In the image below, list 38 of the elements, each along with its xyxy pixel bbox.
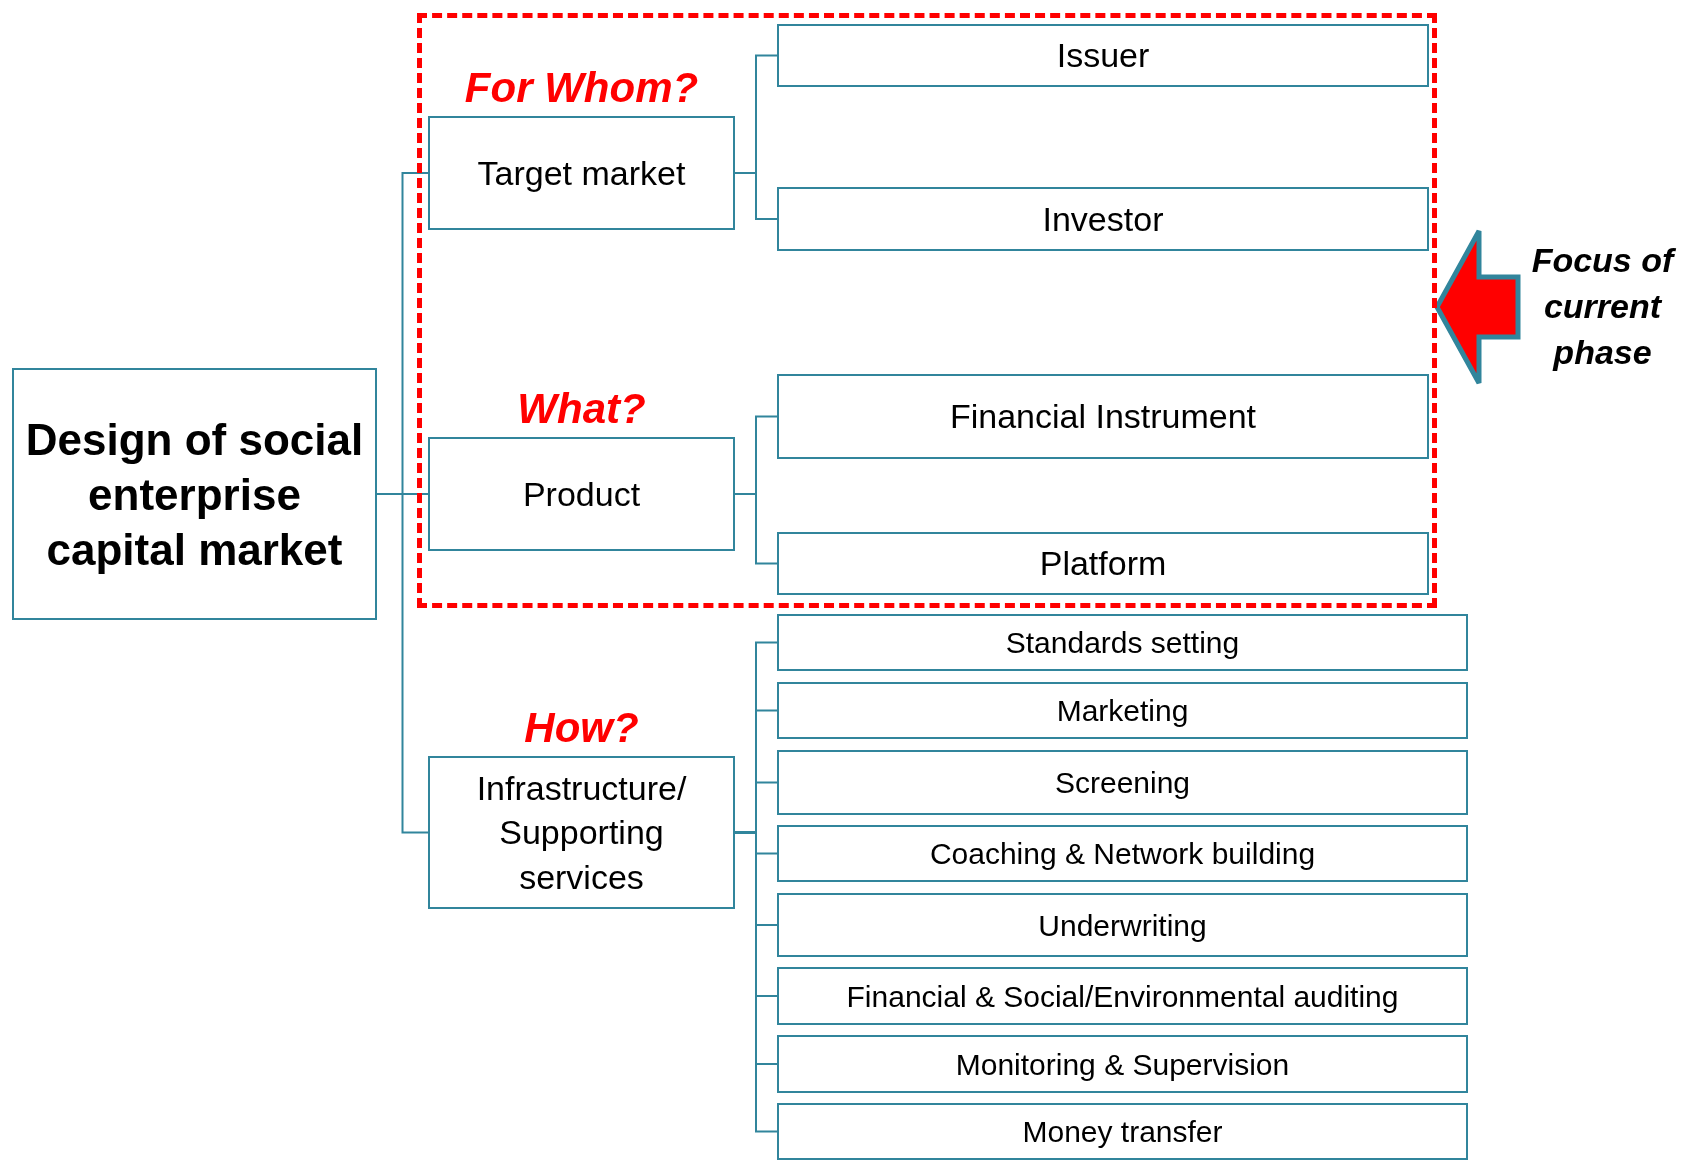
category-box xyxy=(777,893,1468,957)
category-box xyxy=(777,614,1468,671)
category-box xyxy=(777,825,1468,882)
box-label: Platform xyxy=(1038,543,1168,585)
dashed-frame xyxy=(417,13,1437,608)
root-box xyxy=(12,368,377,620)
box-label: Investor xyxy=(1041,198,1165,240)
connector-line xyxy=(734,172,778,220)
callout-text: Focus of current phase xyxy=(1530,240,1677,373)
category-box xyxy=(777,187,1429,251)
box-label: Money transfer xyxy=(1021,1114,1224,1150)
box-label: Coaching & Network building xyxy=(928,836,1317,872)
section-heading: For Whom? xyxy=(463,64,700,112)
box-label: Monitoring & Supervision xyxy=(954,1046,1291,1083)
box-label: Infrastructure/ Supporting services xyxy=(475,768,688,898)
box-label: Issuer xyxy=(1055,35,1151,77)
section-heading: How? xyxy=(523,704,640,752)
connector-line xyxy=(734,493,778,565)
category-box xyxy=(777,1035,1468,1093)
box-label: Underwriting xyxy=(1037,907,1208,944)
category-box xyxy=(777,24,1429,87)
box-label: Screening xyxy=(1053,765,1192,801)
category-box xyxy=(777,532,1429,595)
category-box xyxy=(777,967,1468,1025)
box-label: Design of social enterprise capital market xyxy=(24,413,365,576)
box-label: Standards setting xyxy=(1004,625,1241,661)
category-box xyxy=(777,682,1468,739)
box-label: Financial Instrument xyxy=(948,396,1258,438)
category-box xyxy=(777,374,1429,459)
category-box xyxy=(777,1103,1468,1160)
box-label: Marketing xyxy=(1055,693,1190,729)
box-label: Target market xyxy=(476,152,687,194)
box-label: Product xyxy=(521,473,642,515)
connector-line xyxy=(734,831,778,1133)
box-label: Financial & Social/Environmental auditing xyxy=(845,978,1400,1015)
section-heading: What? xyxy=(516,385,647,433)
category-box xyxy=(777,750,1468,815)
block-arrow xyxy=(1434,228,1521,386)
